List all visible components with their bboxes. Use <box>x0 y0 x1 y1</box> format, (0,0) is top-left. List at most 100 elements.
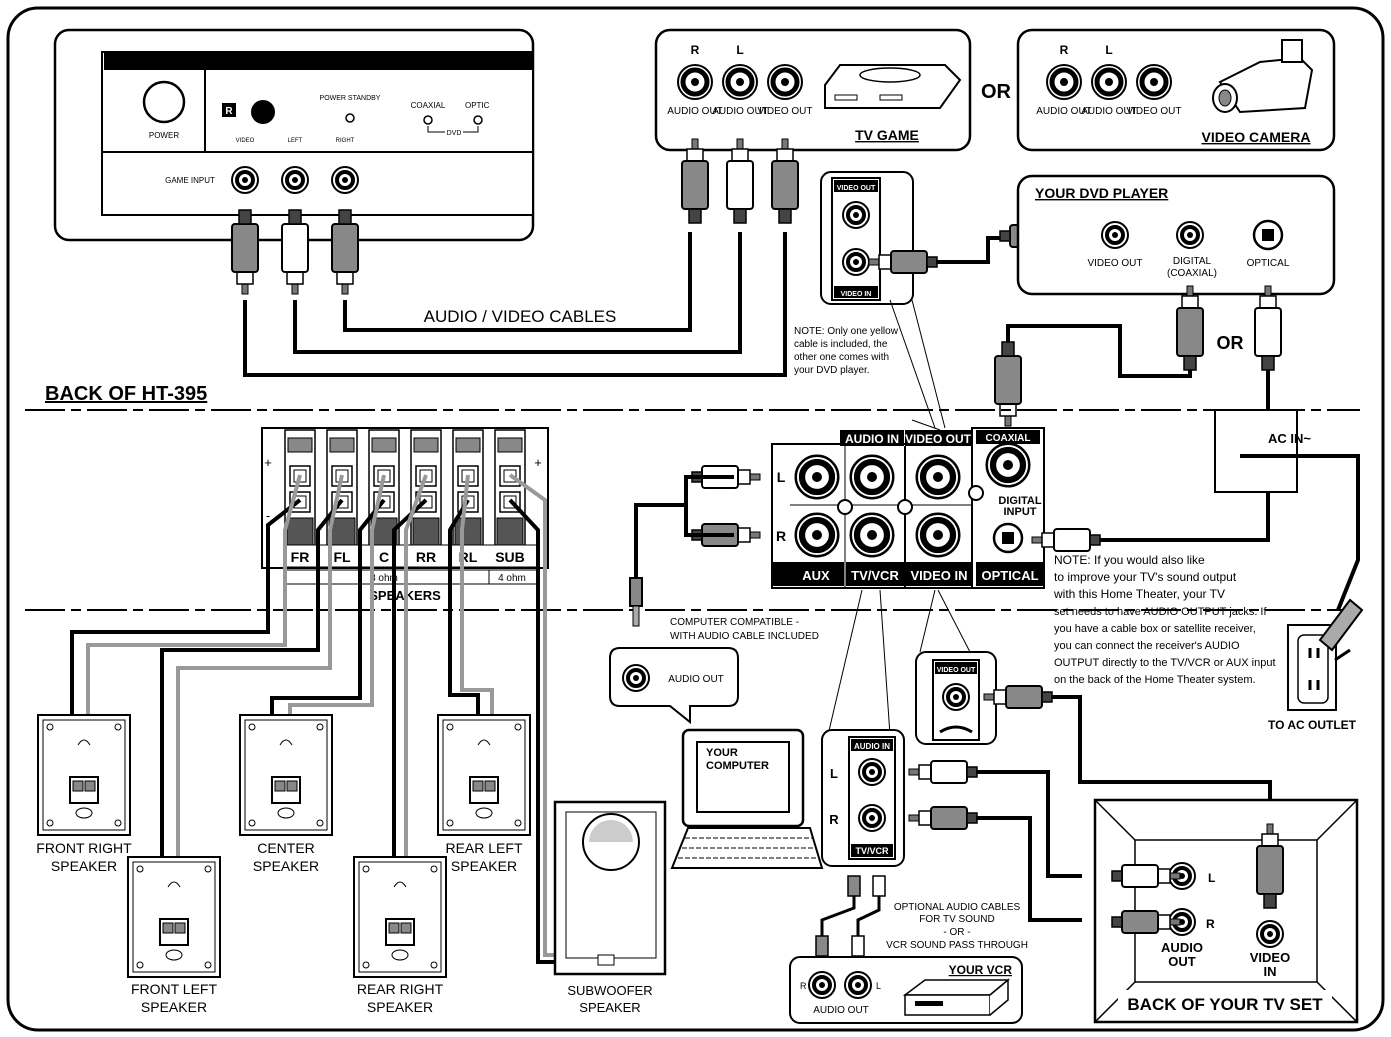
computer-audio-out: AUDIO OUT <box>609 647 739 725</box>
center-label-2: SPEAKER <box>253 858 319 874</box>
dvd-player: YOUR DVD PLAYER VIDEO OUT DIGITAL (COAXI… <box>1016 174 1336 296</box>
dvd-digital-label: DIGITAL <box>1173 256 1212 267</box>
dvd-label: DVD <box>447 130 462 137</box>
phones-jack <box>251 100 275 124</box>
video-camera: R L AUDIO OUT AUDIO OUT VIDEO OUT VIDEO … <box>1016 28 1336 152</box>
tvgame-r-label: R <box>691 43 700 57</box>
game-video-jack <box>230 165 260 195</box>
video-inset-bottom: VIDEO IN <box>841 291 872 298</box>
or-label-2: OR <box>1217 333 1244 353</box>
game-right-jack <box>330 165 360 195</box>
camera-jack2-label: AUDIO OUT <box>1081 106 1137 117</box>
video-inset-top: VIDEO OUT <box>837 185 876 192</box>
front-panel: POWER R POWER STANDBY COAXIAL OPTIC DVD … <box>53 28 535 242</box>
ac-outlet-label: TO AC OUTLET <box>1268 718 1357 732</box>
av-cables <box>243 232 787 377</box>
rcv-audio-in: AUDIO IN <box>845 432 899 446</box>
center-label-1: CENTER <box>257 840 315 856</box>
tvgame-title: TV GAME <box>855 127 919 143</box>
vcr: YOUR VCR R L AUDIO OUT <box>789 956 1023 1024</box>
note-yellow-3: other one comes with <box>794 352 889 363</box>
rear-right-label-1: REAR RIGHT <box>357 981 444 997</box>
dvd-coaxial-label: (COAXIAL) <box>1167 268 1217 279</box>
computer-audio-out-label: AUDIO OUT <box>668 674 724 685</box>
rear-left-label-1: REAR LEFT <box>445 840 522 856</box>
optional-3: - OR - <box>943 927 970 938</box>
tv-video-in-1: VIDEO <box>1250 950 1290 965</box>
game-input-label: GAME INPUT <box>165 176 215 185</box>
camera-l-label: L <box>1105 43 1112 57</box>
rcv-digital: DIGITAL <box>998 495 1041 507</box>
tv-audio-out-1: AUDIO <box>1161 940 1203 955</box>
note-tv-5: you have a cable box or satellite receiv… <box>1054 623 1256 635</box>
camera-title: VIDEO CAMERA <box>1202 129 1311 145</box>
optional-4: VCR SOUND PASS THROUGH <box>886 940 1028 951</box>
dvd-optical-label: OPTICAL <box>1247 258 1290 269</box>
vcr-audio-out: AUDIO OUT <box>813 1005 869 1016</box>
rcv-l: L <box>777 469 786 485</box>
video-inset: VIDEO OUT VIDEO IN <box>820 171 914 305</box>
optional-1: OPTIONAL AUDIO CABLES <box>894 902 1021 913</box>
term-fr: FR <box>291 549 310 565</box>
ac-in-label: AC IN~ <box>1268 431 1311 446</box>
note-tv-2: to improve your TV's sound output <box>1054 570 1237 584</box>
ir-label: R <box>225 106 233 117</box>
or-label-1: OR <box>981 81 1012 103</box>
note-tv-4: set needs to have AUDIO OUTPUT jacks. If <box>1054 606 1267 618</box>
standby-led-icon <box>345 113 355 123</box>
rcv-optical: OPTICAL <box>981 568 1038 583</box>
tvvcr-inset-top: AUDIO IN <box>854 742 890 751</box>
rcv-tvvcr: TV/VCR <box>851 568 899 583</box>
terminal-plus: + <box>264 455 272 470</box>
front-left-label-1: FRONT LEFT <box>131 981 218 997</box>
camera-r-label: R <box>1060 43 1069 57</box>
ohm8-label: 8 ohm <box>370 573 398 584</box>
computer-compatible-1: COMPUTER COMPATIBLE - <box>670 617 799 628</box>
power-standby-label: POWER STANDBY <box>320 95 381 102</box>
left-label: LEFT <box>288 138 303 144</box>
vcr-r: R <box>800 981 807 991</box>
camera-jack1-label: AUDIO OUT <box>1036 106 1092 117</box>
term-sub: SUB <box>495 549 525 565</box>
term-c: C <box>379 549 389 565</box>
front-right-label-2: SPEAKER <box>51 858 117 874</box>
ir-window <box>222 103 236 117</box>
note-yellow-1: NOTE: Only one yellow <box>794 326 899 337</box>
term-fl: FL <box>333 549 351 565</box>
outer-frame <box>6 6 1385 1032</box>
note-yellow-4: your DVD player. <box>794 365 870 376</box>
term-rr: RR <box>416 549 436 565</box>
rear-right-label-2: SPEAKER <box>367 999 433 1015</box>
note-tv-3: with this Home Theater, your TV <box>1053 587 1225 601</box>
front-left-label-2: SPEAKER <box>141 999 207 1015</box>
terminal-minus: - <box>266 508 270 523</box>
tv-r: R <box>1206 917 1215 931</box>
receiver-panel: AUDIO IN VIDEO OUT COAXIAL DIGITAL INPUT… <box>771 427 1045 589</box>
rcv-r: R <box>776 528 786 544</box>
tv-l: L <box>1208 871 1215 885</box>
back-title: BACK OF HT-395 <box>45 383 207 405</box>
rear-left-label-2: SPEAKER <box>451 858 517 874</box>
mini-plug <box>629 577 643 627</box>
note-tv-6: you can connect the receiver's AUDIO <box>1054 640 1240 652</box>
front-right-label-1: FRONT RIGHT <box>36 840 132 856</box>
rcv-input: INPUT <box>1004 506 1037 518</box>
video-out-inset: VIDEO OUT <box>915 651 997 745</box>
front-right-speaker-icon <box>37 714 131 836</box>
video-label: VIDEO <box>236 138 255 144</box>
av-cables-label: AUDIO / VIDEO CABLES <box>424 307 617 326</box>
optional-2: FOR TV SOUND <box>919 914 994 925</box>
rcv-video-out: VIDEO OUT <box>905 432 972 446</box>
rcv-video-in: VIDEO IN <box>910 568 967 583</box>
optional-cables <box>815 875 886 957</box>
rear-right-speaker-icon <box>353 856 447 978</box>
rcv-coaxial: COAXIAL <box>986 433 1031 444</box>
note-tv-8: on the back of the Home Theater system. <box>1054 674 1256 686</box>
ac-in-box <box>1214 409 1298 493</box>
your-computer-2: COMPUTER <box>706 760 769 772</box>
optical-label: OPTIC <box>465 101 490 110</box>
vcr-title: YOUR VCR <box>949 963 1013 977</box>
center-speaker-icon <box>239 714 333 836</box>
tvvcr-inset-bottom: TV/VCR <box>855 846 889 856</box>
tvgame-jack1-label: AUDIO OUT <box>667 106 723 117</box>
